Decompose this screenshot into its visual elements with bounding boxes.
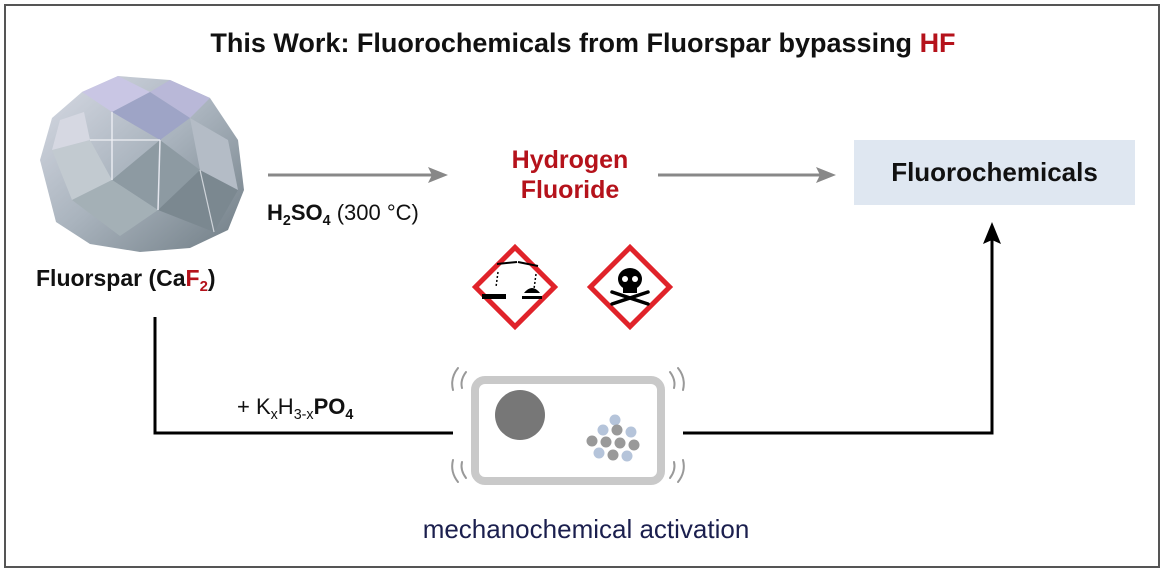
mechanochemical-route-arrow bbox=[683, 222, 1001, 435]
vibration-marks-icon bbox=[451, 367, 685, 483]
phosphate-route-line bbox=[153, 317, 453, 435]
sulfuric-acid-condition: H2SO4 (300 °C) bbox=[267, 200, 419, 229]
toxic-skull-pictogram-icon bbox=[586, 243, 674, 331]
arrow-to-hf bbox=[268, 167, 448, 183]
temperature-condition: (300 °C) bbox=[330, 200, 419, 225]
fluorspar-crystal-image bbox=[40, 76, 244, 252]
phosphate-reagent-label: + KxH3-xPO4 bbox=[237, 394, 354, 423]
diagram-frame bbox=[4, 4, 1160, 568]
diagram-title: This Work: Fluorochemicals from Fluorspa… bbox=[0, 28, 1166, 59]
mechanochemical-activation-label: mechanochemical activation bbox=[422, 514, 750, 544]
title-text: This Work: Fluorochemicals from Fluorspa… bbox=[210, 28, 920, 58]
ball-mill-jar-icon bbox=[471, 376, 665, 485]
arrow-to-product bbox=[658, 167, 836, 183]
fluorspar-name: Fluorspar (Ca bbox=[36, 265, 186, 291]
fluorspar-fluorine: F2 bbox=[185, 265, 208, 296]
title-hf-highlight: HF bbox=[919, 28, 956, 58]
fluorochemicals-product-box: Fluorochemicals bbox=[854, 140, 1135, 205]
product-label: Fluorochemicals bbox=[891, 157, 1098, 187]
fluorspar-label: Fluorspar (CaF2) bbox=[36, 265, 216, 296]
corrosive-pictogram-icon bbox=[471, 243, 559, 331]
